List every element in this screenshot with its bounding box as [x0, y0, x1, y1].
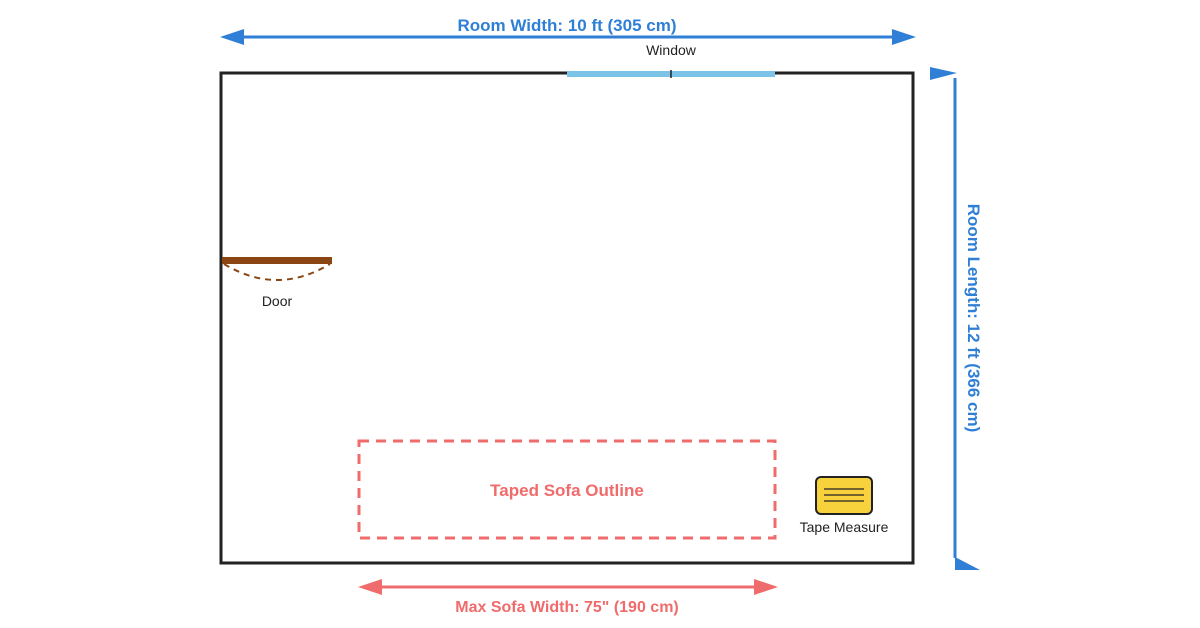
- room-width-dimension: Room Width: 10 ft (305 cm): [220, 16, 916, 45]
- room-length-arrowhead-bottom: [955, 557, 980, 570]
- room-width-arrowhead-left: [220, 29, 244, 45]
- max-sofa-width-label: Max Sofa Width: 75" (190 cm): [455, 599, 679, 616]
- room-width-label: Room Width: 10 ft (305 cm): [458, 16, 677, 35]
- door-swing-arc: [223, 263, 331, 281]
- max-sofa-width-arrowhead-right: [754, 579, 778, 595]
- tape-measure-label: Tape Measure: [800, 519, 889, 535]
- room-length-label: Room Length: 12 ft (366 cm): [964, 204, 983, 433]
- max-sofa-width-dimension: Max Sofa Width: 75" (190 cm): [358, 579, 778, 616]
- max-sofa-width-arrowhead-left: [358, 579, 382, 595]
- door-label: Door: [262, 293, 293, 309]
- sofa-outline-rect: [357, 439, 777, 540]
- tape-measure: Tape Measure: [800, 476, 889, 535]
- room-length-arrowhead-top: [930, 67, 957, 80]
- room-width-arrowhead-right: [892, 29, 916, 45]
- door: Door: [222, 257, 332, 309]
- sofa-outline-label: Taped Sofa Outline: [490, 481, 644, 500]
- window: [567, 70, 775, 78]
- door-panel: [222, 257, 332, 264]
- taped-sofa-outline: Taped Sofa Outline: [357, 439, 777, 540]
- room-length-dimension: Room Length: 12 ft (366 cm): [930, 67, 983, 570]
- window-label: Window: [646, 42, 697, 58]
